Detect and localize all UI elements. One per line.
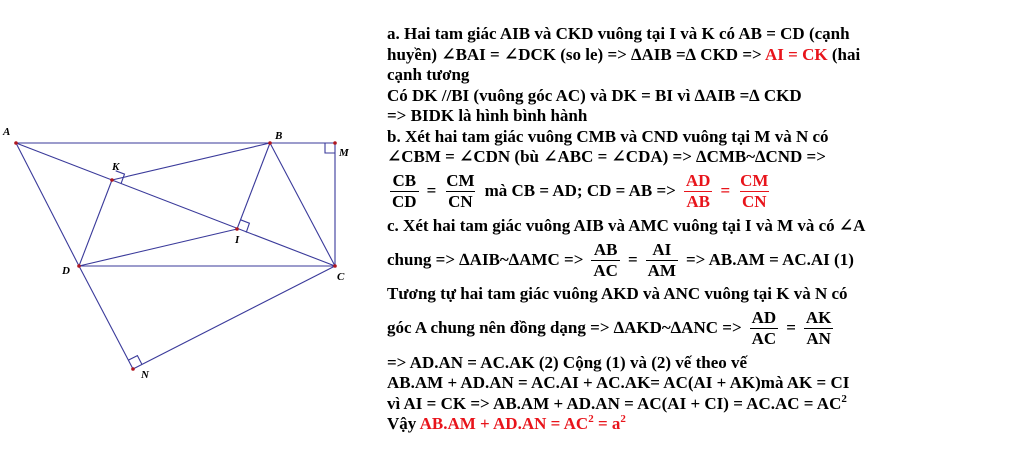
numerator: CM (740, 171, 769, 190)
conclusion-line: Vậy AB.AM + AD.AN = AC2 = a2 (387, 414, 1019, 435)
part-c-fraction-line-2: góc A chung nên đồng dạng => ∆AKD~∆ANC =… (387, 305, 1019, 353)
equals-sign: = (786, 318, 796, 338)
point-D (77, 264, 81, 268)
part-b-line-1: b. Xét hai tam giác vuông CMB và CND vuô… (387, 126, 829, 146)
equals-sign-result: = (720, 181, 731, 201)
segment-ID (78, 228, 238, 267)
part-c-line-5: => AD.AN = AC.AK (2) Cộng (1) và (2) vế … (387, 352, 748, 372)
point-I (235, 227, 239, 231)
right-angle-I (240, 219, 251, 233)
part-a-line-1: a. Hai tam giác AIB và CKD vuông tại I v… (387, 24, 850, 43)
segment-BI (236, 142, 271, 230)
label-N: N (140, 369, 150, 381)
numerator: AI (652, 239, 672, 259)
part-a-line-2-end: (hai (827, 44, 861, 64)
part-a-line-2: huyền) ∠BAI = ∠DCK (so le) => ∆AIB =∆ CK… (387, 45, 1019, 66)
conclusion-result-text-2: = a (593, 414, 621, 433)
denominator: CD (390, 191, 419, 211)
part-c-line-7-text: vì AI = CK => AB.AM + AD.AN = AC(AI + CI… (387, 393, 842, 413)
fraction-ab-ac: AB AC (591, 240, 620, 281)
fraction-ad-ac: AD AC (749, 308, 779, 349)
part-c-fraction-line-1: chung => ∆AIB~∆AMC => AB AC = AI AM => A… (387, 236, 1019, 284)
label-I: I (234, 234, 240, 246)
part-b-middle-text: mà CB = AD; CD = AB => (484, 181, 676, 201)
fraction-cm-cn-result: CM CN (738, 171, 770, 212)
diagonal-AC (15, 142, 336, 267)
numerator: CB (392, 171, 417, 190)
conclusion-result: AB.AM + AD.AN = AC2 = a2 (419, 413, 626, 434)
right-angle-K (115, 170, 126, 184)
superscript: 2 (588, 413, 594, 425)
fraction-ai-am: AI AM (645, 239, 678, 281)
label-M: M (338, 147, 350, 159)
denominator: CN (740, 191, 769, 211)
part-c-line-1: c. Xét hai tam giác vuông AIB và AMC vuô… (387, 215, 866, 235)
fraction-ad-ab-result: AD AB (684, 171, 713, 212)
point-B (268, 141, 272, 145)
denominator: AC (591, 259, 620, 280)
segment-BC (269, 142, 336, 267)
superscript: 2 (841, 392, 847, 405)
point-A (14, 141, 18, 145)
segment-DK (78, 179, 113, 267)
label-C: C (337, 271, 345, 283)
denominator: CN (446, 191, 475, 211)
right-angle-M (324, 143, 335, 154)
denominator: AB (684, 191, 712, 211)
numerator: AD (685, 171, 711, 190)
point-N (131, 367, 135, 371)
part-c-line-4-text: góc A chung nên đồng dạng => ∆AKD~∆ANC =… (387, 318, 742, 338)
equation-1: => AB.AM = AC.AI (1) (685, 249, 854, 269)
solution-text: a. Hai tam giác AIB và CKD vuông tại I v… (387, 24, 1019, 435)
label-D: D (61, 265, 70, 277)
fraction-cb-cd: CB CD (390, 171, 419, 212)
equals-sign: = (426, 181, 437, 201)
right-angle-N (128, 354, 143, 365)
segment-KB (111, 142, 271, 181)
highlight-ai-ck: AI = CK (765, 44, 828, 64)
fraction-ak-an: AK AN (804, 308, 834, 349)
part-a-line-4: Có DK //BI (vuông góc AC) và DK = BI vì … (387, 85, 802, 105)
geometry-figure: A B M K I D C N (0, 0, 380, 476)
numerator: AB (593, 239, 618, 259)
numerator: AK (805, 308, 832, 327)
point-M (333, 141, 337, 145)
label-A: A (2, 126, 10, 138)
part-c-line-7: vì AI = CK => AB.AM + AD.AN = AC(AI + CI… (387, 392, 1019, 415)
part-a-line-2-text: huyền) ∠BAI = ∠DCK (so le) => ∆AIB =∆ CK… (387, 44, 766, 64)
point-K (110, 178, 114, 182)
numerator: AD (751, 308, 777, 327)
segment-AD (15, 142, 80, 267)
part-c-line-3: Tương tự hai tam giác vuông AKD và ANC v… (387, 284, 848, 303)
point-C (333, 264, 337, 268)
segment-DN (78, 265, 134, 370)
part-b-line-2: ∠CBM = ∠CDN (bù ∠ABC = ∠CDA) => ∆CMB~∆CN… (387, 147, 826, 166)
fraction-cm-cn: CM CN (444, 171, 476, 212)
part-b-fraction-line: CB CD = CM CN mà CB = AD; CD = AB => AD … (387, 168, 1019, 216)
equals-sign: = (627, 249, 638, 269)
numerator: CM (446, 171, 475, 190)
segment-NC (132, 265, 336, 370)
superscript: 2 (620, 413, 626, 425)
part-a-line-5: => BIDK là hình bình hành (387, 106, 588, 125)
part-c-line-2-text: chung => ∆AIB~∆AMC => (387, 249, 584, 269)
label-K: K (111, 161, 120, 173)
denominator: AC (749, 328, 779, 348)
label-B: B (274, 130, 282, 142)
part-a-line-3: cạnh tương (387, 65, 470, 84)
denominator: AN (804, 328, 833, 348)
conclusion-prefix: Vậy (387, 414, 420, 433)
geometry-diagram: A B M K I D C N (2, 126, 350, 381)
part-c-line-6: AB.AM + AD.AN = AC.AI + AC.AK= AC(AI + A… (387, 373, 850, 392)
denominator: AM (645, 259, 678, 280)
conclusion-result-text: AB.AM + AD.AN = AC (419, 414, 589, 433)
